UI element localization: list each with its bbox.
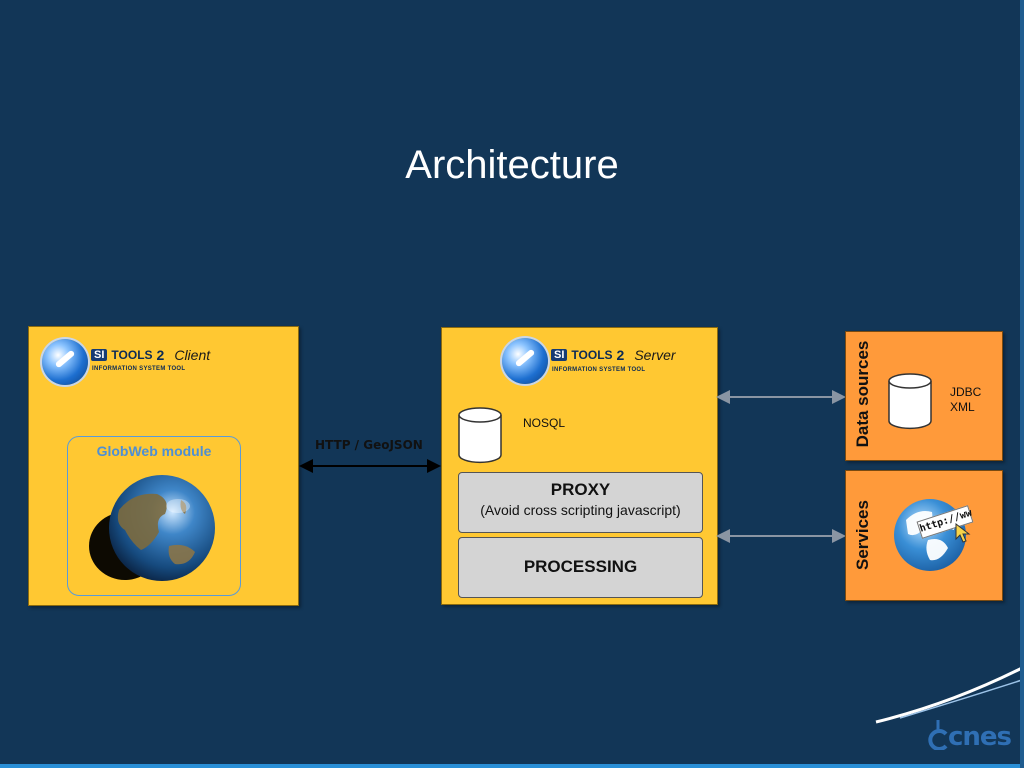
- nosql-database-icon: [458, 407, 502, 464]
- sitools-logo-icon: [502, 338, 548, 384]
- globe-icon: [89, 475, 215, 581]
- brand-tools: TOOLS: [571, 348, 613, 362]
- brand-version: 2: [616, 347, 625, 363]
- data-source-item: XML: [950, 400, 975, 414]
- data-source-database-icon: [888, 373, 932, 430]
- proxy-subtitle: (Avoid cross scripting javascript): [480, 502, 681, 518]
- cnes-mark-icon: [928, 720, 948, 750]
- client-role-label: Client: [174, 347, 211, 363]
- proxy-box: PROXY (Avoid cross scripting javascript): [458, 472, 703, 533]
- processing-label: PROCESSING: [523, 557, 638, 576]
- sitools-logo-icon: [42, 339, 88, 385]
- nosql-label: NOSQL: [523, 416, 566, 430]
- server-tagline: INFORMATION SYSTEM TOOL: [552, 367, 646, 373]
- processing-box: PROCESSING: [458, 537, 703, 598]
- client-tagline: INFORMATION SYSTEM TOOL: [92, 366, 186, 372]
- server-brand: SI TOOLS 2 Server: [551, 347, 676, 363]
- brand-tools: TOOLS: [111, 348, 153, 362]
- server-role-label: Server: [634, 347, 676, 363]
- server-services-arrow: [716, 529, 846, 543]
- globweb-module-label: GlobWeb module: [96, 443, 212, 459]
- bottom-edge-stripe: [0, 764, 1024, 768]
- proxy-title: PROXY: [550, 480, 611, 499]
- slide-title: Architecture: [405, 143, 619, 187]
- cnes-swoosh-icon: [875, 666, 1023, 724]
- data-sources-label: Data sources: [853, 340, 872, 448]
- client-server-arrow: [299, 459, 441, 473]
- data-source-item: JDBC: [950, 385, 982, 399]
- brand-version: 2: [156, 347, 165, 363]
- brand-si: SI: [551, 349, 568, 361]
- cnes-logo-text: cnes: [948, 722, 1012, 752]
- http-geojson-label: HTTP / GeoJSON: [315, 438, 423, 452]
- globweb-module: GlobWeb module: [67, 436, 241, 596]
- brand-si: SI: [91, 349, 108, 361]
- services-label: Services: [853, 500, 872, 570]
- client-brand: SI TOOLS 2 Client: [91, 347, 210, 363]
- server-datasources-arrow: [716, 390, 846, 404]
- right-edge-stripe: [1020, 0, 1024, 768]
- cursor-icon: [955, 523, 971, 543]
